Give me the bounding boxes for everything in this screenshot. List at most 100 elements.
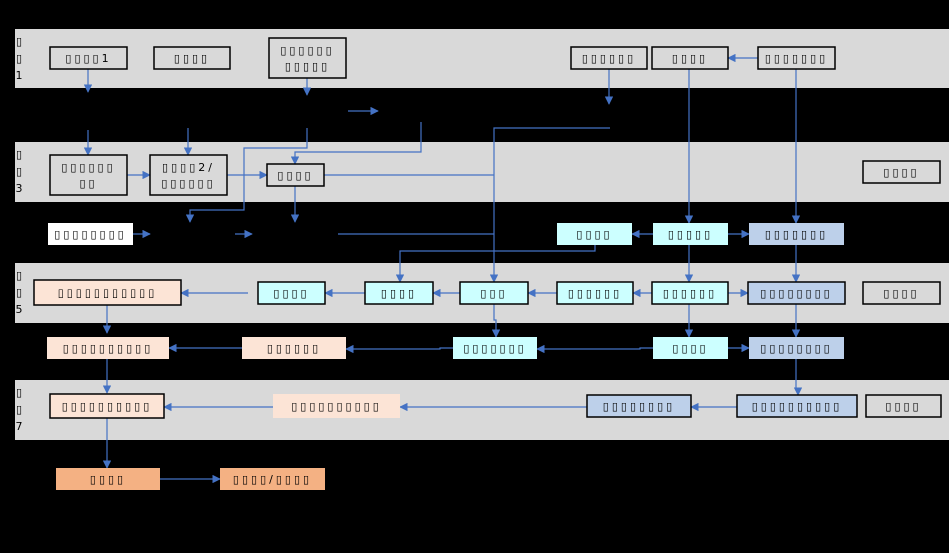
process-node-n6: ▯▯▯▯▯▯▯ xyxy=(757,46,836,70)
node-box xyxy=(865,394,942,418)
node-box xyxy=(749,223,844,245)
node-box xyxy=(586,394,692,418)
process-node-n27: ▯▯▯▯▯▯▯▯ xyxy=(749,337,844,359)
node-label: ▯▯▯▯▯▯ xyxy=(61,161,115,174)
node-box xyxy=(364,281,434,305)
node-box xyxy=(56,468,160,490)
node-box xyxy=(651,281,729,305)
node-label: ▯▯▯▯▯▯▯▯ xyxy=(760,342,832,355)
process-node-n28: ▯▯▯▯▯▯▯▯▯▯ xyxy=(49,393,165,419)
swimlane-label: ▯▯7 xyxy=(13,386,26,437)
flow-arrow xyxy=(536,344,653,354)
node-label: ▯▯▯▯▯▯▯▯▯▯ xyxy=(291,400,382,413)
process-node-n18: ▯▯▯ xyxy=(459,281,529,305)
swimlane-b3: ▯▯3 xyxy=(13,142,949,202)
node-label: ▯▯▯▯▯▯ xyxy=(582,52,636,65)
swimlane-label: ▯▯3 xyxy=(13,148,26,199)
process-node-n30: ▯▯▯▯▯▯▯▯ xyxy=(586,394,692,418)
node-label: ▯▯▯▯▯▯▯▯▯▯ xyxy=(62,400,153,413)
process-node-n33: ▯▯▯▯ xyxy=(56,468,160,490)
node-label: ▯▯ xyxy=(79,177,97,190)
node-label: ▯▯▯▯▯▯▯▯ xyxy=(54,228,126,241)
swimlane-label: ▯▯1 xyxy=(13,35,26,86)
node-label: ▯▯▯▯/▯▯▯▯ xyxy=(233,473,312,486)
node-box xyxy=(47,337,169,359)
process-node-n11: ▯▯▯▯▯▯▯▯ xyxy=(48,223,133,245)
process-node-n29: ▯▯▯▯▯▯▯▯▯▯ xyxy=(273,394,400,418)
node-box xyxy=(48,223,133,245)
node-label: ▯▯▯▯▯ xyxy=(285,60,330,73)
process-node-n3: ▯▯▯▯▯▯▯▯▯▯▯ xyxy=(268,37,347,79)
process-node-n22: ▯▯▯▯ xyxy=(862,281,941,305)
flow-arrow xyxy=(491,304,501,338)
node-box xyxy=(49,393,165,419)
node-label: ▯▯▯▯▯▯ xyxy=(280,44,334,57)
process-node-n31: ▯▯▯▯▯▯▯▯▯▯ xyxy=(736,394,858,418)
node-box xyxy=(49,46,128,70)
node-label: ▯▯▯▯1 xyxy=(65,52,111,65)
process-node-n1: ▯▯▯▯1 xyxy=(49,46,128,70)
process-node-n21: ▯▯▯▯▯▯▯▯ xyxy=(747,281,846,305)
flow-arrow xyxy=(489,127,610,283)
node-label: ▯▯▯▯ xyxy=(883,166,919,179)
node-label: ▯▯▯▯▯▯ xyxy=(161,177,215,190)
swimlane-band xyxy=(15,29,949,88)
node-label: ▯▯▯ xyxy=(480,287,507,300)
node-box xyxy=(736,394,858,418)
swimlane-b1: ▯▯1 xyxy=(13,29,949,88)
process-node-n2: ▯▯▯▯ xyxy=(153,46,231,70)
swimlane-label: ▯▯5 xyxy=(13,269,26,320)
node-box xyxy=(653,337,728,359)
node-label: ▯▯▯▯▯▯ xyxy=(267,342,321,355)
node-label: ▯▯▯▯▯▯▯▯ xyxy=(760,287,832,300)
process-node-n5: ▯▯▯▯ xyxy=(651,46,729,70)
node-label: ▯▯▯▯ xyxy=(885,400,921,413)
node-box xyxy=(862,160,941,184)
node-label: ▯▯▯▯ xyxy=(273,287,309,300)
flow-arrow xyxy=(185,128,308,223)
node-box xyxy=(220,468,325,490)
node-box xyxy=(149,154,228,196)
node-box xyxy=(651,46,729,70)
process-node-n7: ▯▯▯▯▯▯▯▯ xyxy=(49,154,128,196)
node-label: ▯▯▯▯▯▯▯▯▯▯ xyxy=(752,400,843,413)
flow-arrow xyxy=(793,359,803,396)
node-box xyxy=(453,337,537,359)
node-label: ▯▯▯▯ xyxy=(576,228,612,241)
process-node-n14: ▯▯▯▯▯▯▯ xyxy=(749,223,844,245)
process-node-n23: ▯▯▯▯▯▯▯▯▯▯ xyxy=(47,337,169,359)
flow-arrow xyxy=(290,122,422,165)
process-node-n20: ▯▯▯▯▯▯ xyxy=(651,281,729,305)
node-label: ▯▯▯▯▯▯ xyxy=(663,287,717,300)
node-box xyxy=(242,337,346,359)
node-label: ▯▯▯▯ xyxy=(90,473,126,486)
process-node-n24: ▯▯▯▯▯▯ xyxy=(242,337,346,359)
process-node-n32: ▯▯▯▯ xyxy=(865,394,942,418)
swimlane-band xyxy=(15,142,949,202)
node-box xyxy=(757,46,836,70)
node-label: ▯▯▯▯▯▯▯ xyxy=(463,342,526,355)
process-node-n9: ▯▯▯▯ xyxy=(266,163,325,187)
node-box xyxy=(273,394,400,418)
node-label: ▯▯▯▯ xyxy=(672,342,708,355)
process-node-n12: ▯▯▯▯ xyxy=(557,223,632,245)
node-box xyxy=(862,281,941,305)
process-node-n8: ▯▯▯▯2/ ▯▯▯▯▯▯ xyxy=(149,154,228,196)
node-box xyxy=(653,223,728,245)
node-box xyxy=(268,37,347,79)
process-node-n15: ▯▯▯▯▯▯▯▯▯▯▯ xyxy=(33,279,182,306)
node-box xyxy=(33,279,182,306)
node-box xyxy=(266,163,325,187)
node-label: ▯▯▯▯▯▯▯▯▯▯ xyxy=(63,342,154,355)
node-label: ▯▯▯▯▯▯▯ xyxy=(765,228,828,241)
flow-arrow xyxy=(345,344,453,354)
node-label: ▯▯▯▯▯ xyxy=(668,228,713,241)
node-label: ▯▯▯▯ xyxy=(883,287,919,300)
node-label: ▯▯▯▯ xyxy=(672,52,708,65)
process-node-n19: ▯▯▯▯▯▯ xyxy=(556,281,634,305)
process-node-n16: ▯▯▯▯ xyxy=(257,281,326,305)
process-node-n26: ▯▯▯▯ xyxy=(653,337,728,359)
node-label: ▯▯▯▯2/ xyxy=(162,161,215,174)
node-box xyxy=(747,281,846,305)
